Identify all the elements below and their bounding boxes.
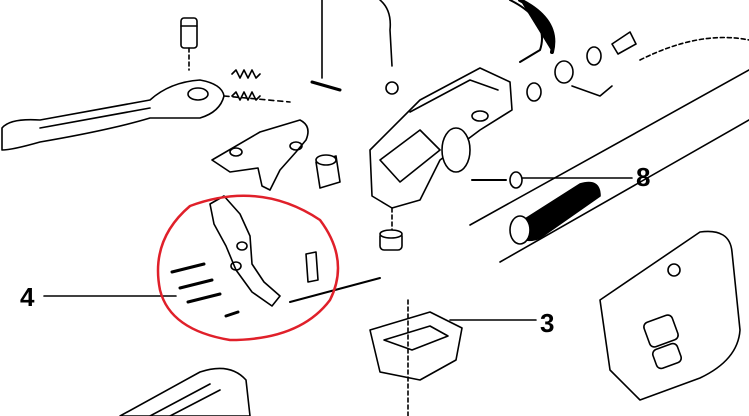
brake-lever (1, 79, 291, 151)
top-bolts (310, 0, 399, 95)
reservoir-cover (369, 299, 463, 416)
highlight-circle (156, 194, 340, 342)
callout-3: 3 (540, 308, 555, 338)
piston-cap (379, 229, 403, 251)
grip (119, 367, 251, 416)
highlighted-brake-lever-part (209, 195, 381, 307)
callout-8: 8 (636, 162, 651, 192)
callout-leaders (43, 177, 633, 321)
screw-set (170, 251, 319, 318)
bolt-8 (471, 171, 523, 189)
bushing (315, 154, 341, 189)
lever-springs (231, 69, 261, 101)
switch-housing (599, 230, 741, 401)
washer-stack (526, 31, 637, 102)
throttle-sleeve (509, 181, 601, 245)
mount-bracket (211, 119, 309, 191)
cable-top (509, 0, 556, 63)
callout-4: 4 (20, 282, 35, 312)
set-screw (180, 17, 198, 71)
handlebar-tube (469, 36, 749, 263)
